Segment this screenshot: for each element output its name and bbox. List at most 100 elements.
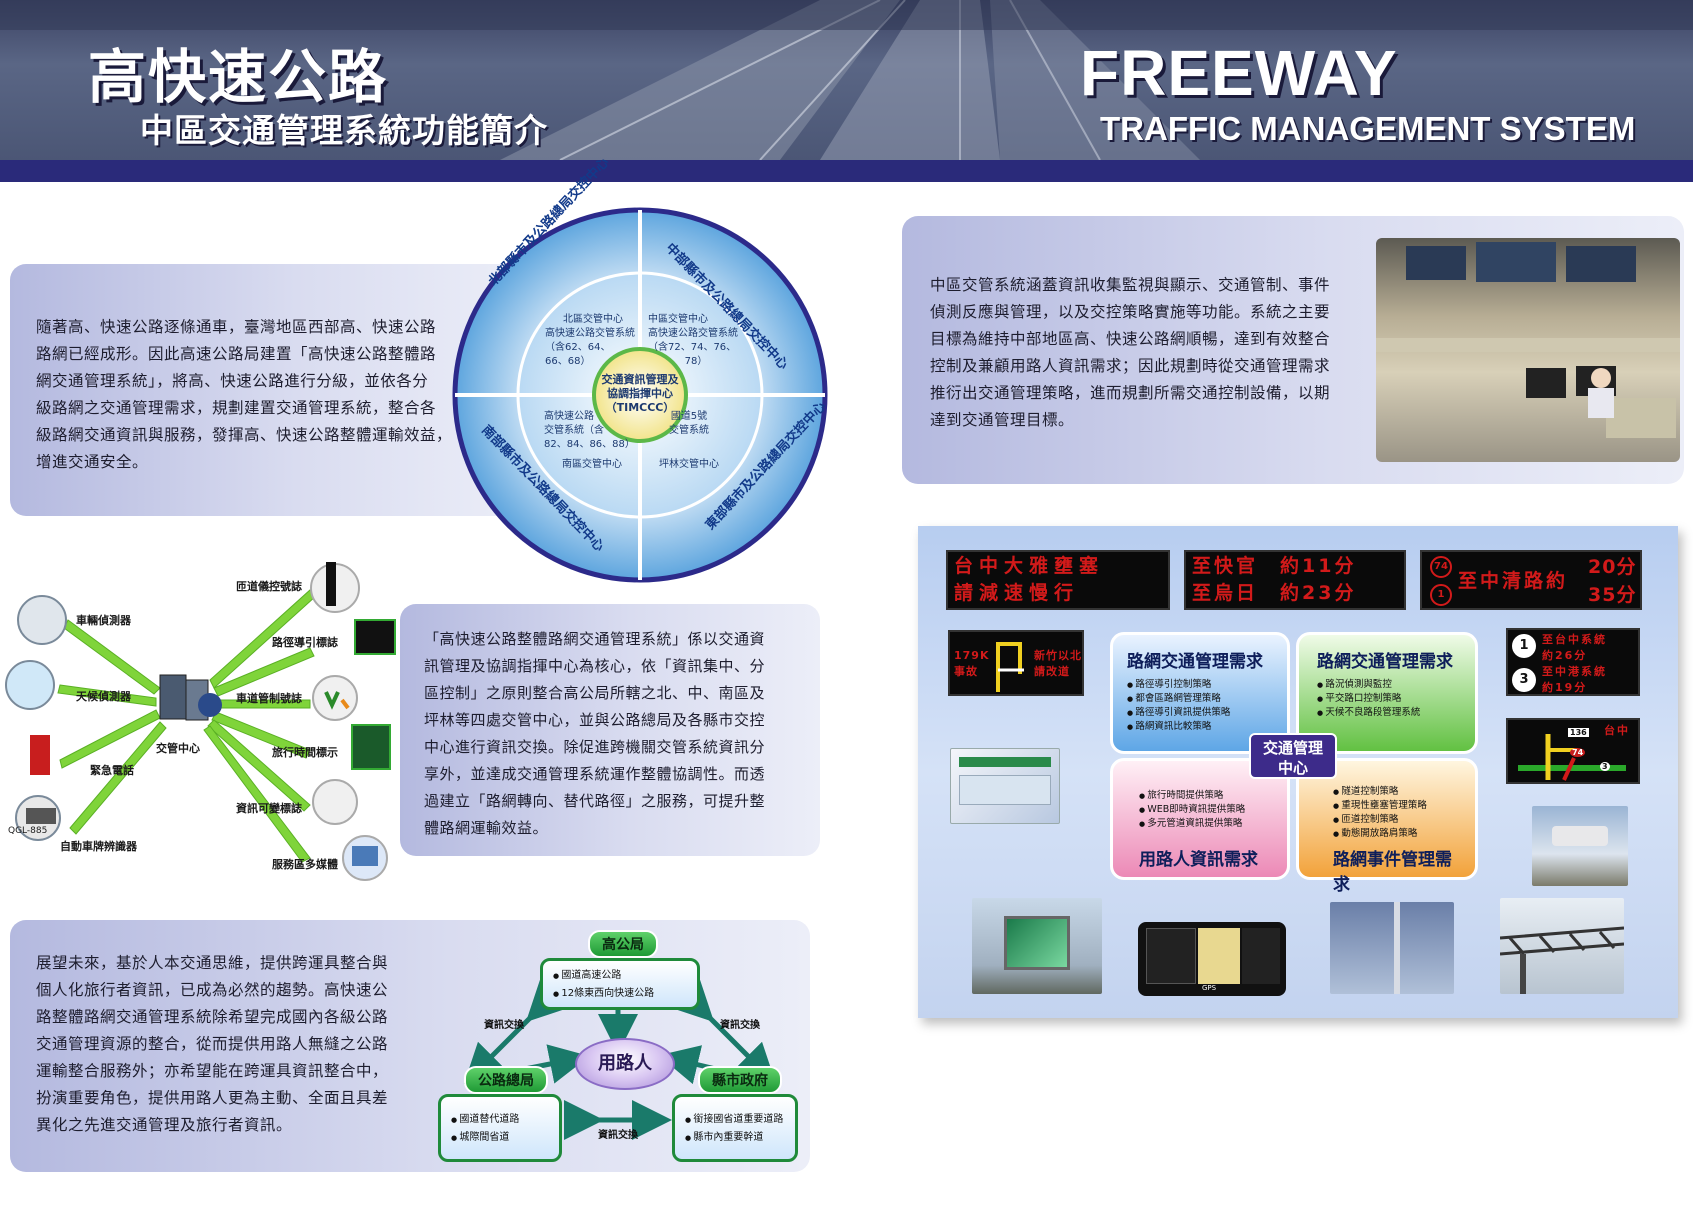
quadrant-item: 路況偵測與監控	[1317, 678, 1457, 692]
outlook-text: 展望未來，基於人本交通思維，提供跨運具整合與 個人化旅行者資訊，已成為必然的趨勢…	[36, 950, 388, 1139]
quadrant-title: 路網事件管理需求	[1333, 850, 1452, 895]
system-line: 「高快速公路整體路網交通管理系統」係以交通資	[424, 630, 766, 648]
exchange-label-bottom: 資訊交換	[598, 1130, 638, 1141]
gps-label: GPS	[1202, 984, 1217, 992]
quadrant-item: 旅行時間提供策略	[1139, 789, 1273, 803]
video-wall-photo	[972, 898, 1102, 994]
system-line: 訊管理及協調指揮中心為核心，依「資訊集中、分	[424, 657, 766, 675]
intro-line: 網交通管理系統」，將高、快速公路進行分級，並依各分	[36, 372, 429, 390]
system-line: 享外，並達成交通管理系統運作整體協調性。而透	[424, 765, 766, 783]
quadrant-road-user-info: 旅行時間提供策略 WEB即時資訊提供策略 多元管道資訊提供策略 用路人資訊需求	[1110, 758, 1290, 880]
vehicle-detector-icon	[17, 595, 67, 645]
circle-pinglin-center: 國道5號交管系統 坪林交管中心	[659, 411, 719, 470]
county-government-title: 縣市政府	[698, 1066, 782, 1094]
traffic-center-circle-diagram	[452, 207, 828, 583]
led-sign-system-interchange: 1 3 至台中系統約26分至中港系統約19分	[1506, 628, 1640, 696]
title-chinese-sub: 中區交通管理系統功能簡介	[140, 111, 548, 150]
label-emergency-phone: 緊急電話	[90, 764, 134, 777]
directorate-general-title: 公路總局	[464, 1066, 548, 1094]
cctv-camera-photo	[1532, 806, 1628, 886]
highway-bureau-title: 高公局	[588, 930, 658, 958]
route-sign-dest: 至中清路約	[1458, 570, 1569, 592]
org-item: 城際間省道	[451, 1129, 549, 1147]
label-weather-detector: 天候偵測器	[76, 690, 131, 703]
label-changeable-message-sign: 資訊可變標誌	[236, 802, 302, 815]
incident-km: 179K	[954, 649, 990, 662]
map-label: 台中	[1604, 724, 1630, 737]
summary-line: 控制及兼顧用路人資訊需求；因此規劃時從交通管理需求	[930, 357, 1331, 375]
map-badge-74: 74	[1570, 748, 1586, 757]
freeway-badge-1: 1	[1512, 634, 1536, 658]
org-item: 國道高速公路	[553, 967, 687, 985]
highway-bureau-box: 國道高速公路12條東西向快速公路	[540, 958, 700, 1010]
intro-line: 增進交通安全。	[36, 453, 149, 471]
traffic-center-server-icon	[159, 674, 222, 721]
route-badge-1: 1	[1430, 584, 1452, 606]
quadrant-item: 多元管道資訊提供策略	[1139, 817, 1273, 831]
circle-north-center: 北區交管中心 高快速公路交管系統（含62、64、66、68）	[545, 314, 635, 367]
route-guidance-sign-icon	[354, 619, 396, 655]
summary-text: 中區交管系統涵蓋資訊收集監視與顯示、交通管制、事件 偵測反應與管理，以及交控策略…	[930, 272, 1330, 434]
camera-tag: QGL-885	[8, 826, 48, 836]
label-lane-control-signal: 車道管制號誌	[236, 692, 302, 705]
summary-line: 達到交通管理目標。	[930, 411, 1075, 429]
title-chinese-main: 高快速公路	[88, 43, 389, 111]
incident-label: 事故	[954, 665, 978, 678]
license-plate-camera-icon	[15, 795, 61, 841]
quadrant-item: 重現性壅塞管理策略	[1333, 799, 1461, 813]
title-english-main: FREEWAY	[1080, 37, 1398, 109]
quadrant-item: 路徑導引控制策略	[1127, 678, 1273, 692]
outlook-line: 個人化旅行者資訊，已成為必然的趨勢。高快速公	[36, 981, 389, 999]
pole-camera-photo	[1330, 902, 1454, 994]
gantry-photo	[1499, 898, 1625, 994]
system-line: 中心進行資訊交換。除促進跨機關交管系統資訊分	[424, 738, 766, 756]
route-time-2: 35分	[1588, 584, 1637, 606]
summary-line: 中區交管系統涵蓋資訊收集監視與顯示、交通管制、事件	[930, 276, 1331, 294]
freeway-badge-3: 3	[1512, 668, 1536, 692]
outlook-line: 運輸整合服務外；亦希望能在跨運具資訊整合中，	[36, 1062, 389, 1080]
detour-text-1: 新竹以北	[1034, 649, 1082, 662]
detour-text-2: 請改道	[1034, 665, 1070, 678]
outlook-line: 交通管理資源的整合，從而提供用路人無縫之公路	[36, 1035, 389, 1053]
quadrant-item: 路徑導引資訊提供策略	[1127, 706, 1273, 720]
control-room-photo	[1376, 238, 1680, 462]
quadrant-incident-management: 隧道控制策略 重現性壅塞管理策略 匝道控制策略 動態開放路肩策略 路網事件管理需…	[1296, 758, 1478, 895]
county-government-box: 銜接國省道重要道路縣市內重要幹道	[672, 1094, 798, 1162]
web-screenshot-thumbnail	[950, 748, 1060, 824]
quadrant-title: 路網交通管理需求	[1127, 652, 1263, 672]
system-line: 體路網運輸效益。	[424, 819, 549, 837]
outlook-line: 扮演重要角色，提供用路人更為主動、全面且具差	[36, 1089, 389, 1107]
device-network-diagram	[5, 562, 396, 881]
org-item: 12條東西向快速公路	[553, 985, 687, 1003]
label-route-guidance-sign: 路徑導引標誌	[272, 636, 338, 649]
system-text: 「高快速公路整體路網交通管理系統」係以交通資 訊管理及協調指揮中心為核心，依「資…	[424, 626, 765, 842]
org-item: 銜接國省道重要道路	[685, 1111, 785, 1129]
led-sign-map: 台中 136 74 3	[1506, 718, 1640, 784]
summary-line: 推衍出交通管理策略，進而規劃所需交通控制設備，以期	[930, 384, 1331, 402]
changeable-message-sign-icon	[312, 779, 358, 825]
exchange-label-left: 資訊交換	[484, 1020, 524, 1031]
quadrant-title: 路網交通管理需求	[1317, 652, 1453, 672]
gps-device-photo: GPS	[1138, 904, 1288, 996]
network-center-label: 交管中心	[156, 742, 200, 755]
summary-line: 目標為維持中部地區高、快速公路網順暢，達到有效整合	[930, 330, 1331, 348]
map-badge-136: 136	[1568, 728, 1589, 737]
led-sign-incident: 179K 事故 新竹以北 請改道	[948, 630, 1084, 696]
exchange-label-right: 資訊交換	[720, 1020, 760, 1031]
led-sign-travel-time: 至快官 約11分至烏日 約23分	[1184, 550, 1406, 610]
label-vehicle-detector: 車輛偵測器	[76, 614, 131, 627]
header-band	[0, 160, 1693, 182]
label-license-plate-recognizer: 自動車牌辨識器	[60, 840, 137, 853]
quadrant-item: 隧道控制策略	[1333, 785, 1461, 799]
map-badge-3: 3	[1600, 762, 1610, 771]
outlook-line: 展望未來，基於人本交通思維，提供跨運具整合與	[36, 954, 389, 972]
directorate-general-box: 國道替代道路城際間省道	[438, 1094, 562, 1162]
system-line: 過建立「路網轉向、替代路徑」之服務，可提升整	[424, 792, 766, 810]
system-line: 坪林等四處交管中心，並與公路總局及各縣市交控	[424, 711, 766, 729]
weather-detector-icon	[5, 660, 55, 710]
quadrant-item: 路網資訊比較策略	[1127, 720, 1273, 734]
summary-line: 偵測反應與管理，以及交控策略實施等功能。系統之主要	[930, 303, 1331, 321]
freeway-photo-background	[0, 0, 1693, 160]
intro-line: 路網已經成形。因此高速公路局建置「高快速公路整體路	[36, 345, 437, 363]
